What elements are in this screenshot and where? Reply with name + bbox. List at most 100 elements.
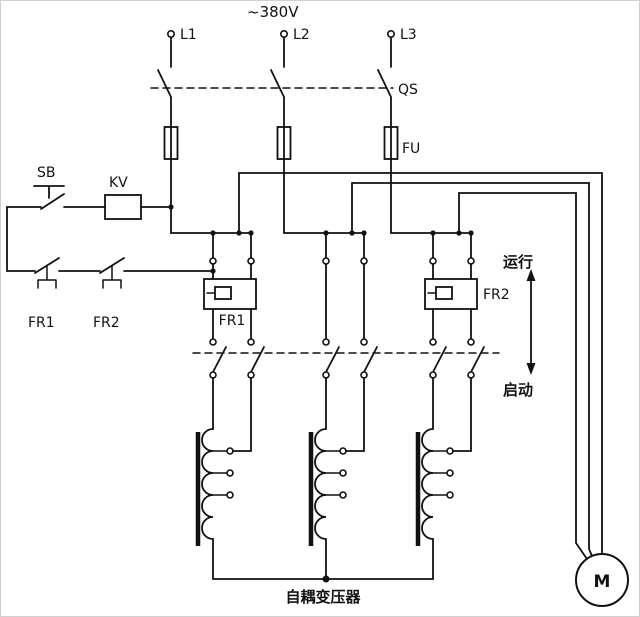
motor: M	[575, 553, 629, 607]
contact-blade	[432, 346, 447, 373]
junction-dot	[468, 230, 474, 236]
motor-wire-3	[458, 192, 588, 560]
star-point-dot	[322, 575, 330, 583]
fuse-l1	[163, 126, 179, 160]
column-b-wires	[283, 182, 365, 259]
branch-wire-left	[6, 206, 36, 272]
contact-terminal	[247, 338, 255, 346]
tap-terminal	[339, 469, 347, 477]
contact-blade	[325, 346, 340, 373]
motor-label: M	[594, 572, 611, 592]
run-label: 运行	[503, 253, 533, 271]
start-label: 启动	[503, 381, 533, 399]
column-c-wires	[390, 192, 472, 259]
fr2-heater-box	[424, 278, 478, 310]
qs-label: QS	[398, 82, 418, 98]
contact-terminal	[429, 338, 437, 346]
contact-terminal	[209, 338, 217, 346]
fr1-heater-inner	[214, 286, 232, 300]
winding-c-tap-wire	[452, 377, 472, 452]
fr2-contact-label: FR2	[93, 315, 120, 331]
motor-wire-1	[238, 172, 603, 555]
contact-blade	[363, 346, 378, 373]
column-b-through-wires	[325, 263, 365, 340]
contact-terminal	[360, 338, 368, 346]
fuse-l3	[383, 126, 399, 160]
junction-dot	[248, 230, 254, 236]
winding-b-coil	[314, 428, 327, 540]
fr2-heater-leads-bottom	[432, 308, 472, 340]
l3-wire	[377, 36, 392, 234]
motor-wire-2	[351, 182, 593, 557]
mode-indicator: 运行 启动	[503, 253, 536, 399]
column-a-wires	[170, 172, 252, 259]
l3-terminal	[386, 29, 395, 38]
fr1-heater-leads-top	[212, 263, 252, 280]
start-contact-blades	[209, 338, 485, 379]
winding-b-tap-stubs	[325, 450, 341, 496]
contact-terminal	[322, 338, 330, 346]
tap-terminal	[226, 469, 234, 477]
fr2-thermal-symbol	[102, 265, 122, 289]
control-branch: SB KV FR1 FR2	[6, 165, 216, 331]
l2-terminal	[279, 29, 288, 38]
winding-a-coil	[201, 428, 214, 540]
tap-terminal	[226, 491, 234, 499]
phase-l2-label: L2	[293, 27, 310, 43]
junction-dot	[236, 230, 242, 236]
motor-wiring	[238, 172, 603, 560]
contact-terminal	[467, 338, 475, 346]
junction-dot	[323, 230, 329, 236]
arrow-up-icon	[526, 269, 536, 281]
winding-b-tap-wire	[345, 377, 365, 452]
l1-terminal	[167, 29, 176, 38]
kv-label: KV	[109, 175, 128, 191]
autotransformer-label: 自耦变压器	[285, 588, 361, 606]
qs-switch: QS	[150, 82, 418, 98]
sb-label: SB	[37, 165, 56, 181]
fr2-heater-inner	[435, 286, 453, 300]
fuse-l2	[276, 126, 292, 160]
contact-blade	[470, 346, 485, 373]
l2-wire	[270, 36, 285, 234]
fr1-heater: FR1	[203, 263, 257, 340]
fu-label: FU	[402, 141, 420, 157]
junction-dot	[456, 230, 462, 236]
start-contacts	[192, 338, 500, 379]
fr1-contact-label: FR1	[28, 315, 55, 331]
autotransformer-windings: 自耦变压器	[195, 377, 472, 606]
tap-terminal	[446, 491, 454, 499]
phase-l3: L3	[377, 27, 417, 234]
winding-a-tap-wire	[232, 377, 252, 452]
winding-a-tap-stubs	[212, 450, 228, 496]
contact-blade	[212, 346, 227, 373]
contact-blade	[250, 346, 265, 373]
sb-contact	[6, 193, 106, 210]
phase-l3-label: L3	[400, 27, 417, 43]
junction-dot	[349, 230, 355, 236]
junction-dot	[210, 230, 216, 236]
phase-l1: L1	[157, 27, 197, 234]
tap-terminal	[446, 469, 454, 477]
phase-l2: L2	[270, 27, 310, 234]
junction-dot	[361, 230, 367, 236]
fr1-heater-label: FR1	[219, 313, 246, 329]
junction-dot	[430, 230, 436, 236]
fr1-thermal-symbol	[37, 265, 57, 289]
fr1-heater-box	[203, 278, 257, 310]
junction-dot	[168, 204, 174, 210]
fr2-heater: FR2	[424, 263, 510, 340]
arrow-down-icon	[526, 363, 536, 375]
motor-circle	[575, 553, 629, 607]
fr2-heater-label: FR2	[483, 287, 510, 303]
sb-button-cap	[33, 185, 65, 199]
winding-c-tap-stubs	[432, 450, 448, 496]
contactor-top-contacts	[170, 172, 475, 265]
kv-coil	[104, 194, 142, 220]
fr1-heater-leads-bottom	[212, 308, 252, 340]
l1-wire	[157, 36, 172, 234]
tap-terminal	[339, 491, 347, 499]
supply-voltage-label: ~380V	[247, 3, 299, 21]
